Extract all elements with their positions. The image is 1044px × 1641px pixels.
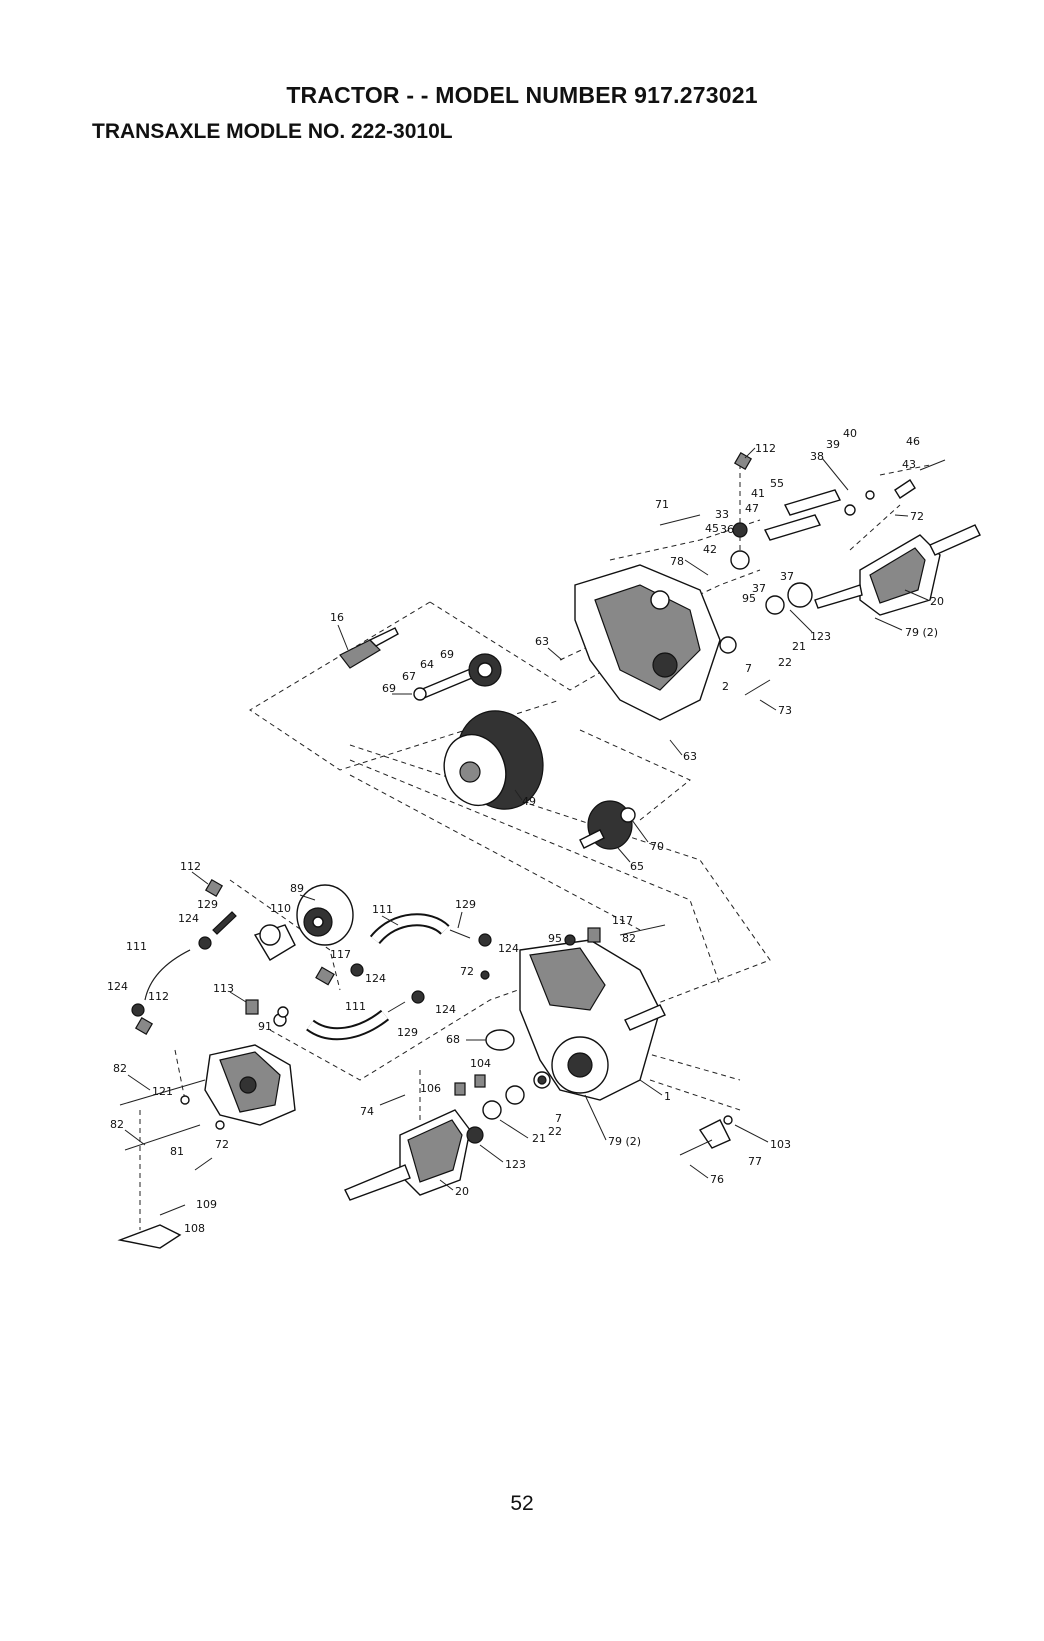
callout-label: 38	[810, 450, 824, 463]
callout-label: 79 (2)	[608, 1135, 641, 1148]
callout-label: 81	[170, 1145, 184, 1158]
callout-label: 124	[178, 912, 199, 925]
callout-label: 68	[446, 1033, 460, 1046]
callout-label: 7	[555, 1112, 562, 1125]
callout-labels: 112 40 39 38 46 43 41 55 47 72 71 33 45 …	[107, 427, 944, 1235]
callout-label: 21	[792, 640, 806, 653]
callout-label: 117	[330, 948, 351, 961]
callout-label: 129	[197, 898, 218, 911]
callout-label: 22	[548, 1125, 562, 1138]
callout-label: 1	[664, 1090, 671, 1103]
callout-label: 113	[213, 982, 234, 995]
upper-transaxle-housing	[574, 564, 721, 721]
callout-label: 37	[780, 570, 794, 583]
callout-label: 47	[745, 502, 759, 515]
callout-label: 33	[715, 508, 729, 521]
callout-label: 69	[382, 682, 396, 695]
hydraulic-hoses	[277, 913, 492, 1041]
center-section	[119, 1044, 296, 1171]
callout-label: 70	[650, 840, 664, 853]
callout-label: 72	[215, 1138, 229, 1151]
callout-label: 74	[360, 1105, 374, 1118]
callout-label: 21	[532, 1132, 546, 1145]
brake-parts-upper	[659, 451, 946, 696]
callout-label: 129	[455, 898, 476, 911]
callout-label: 49	[522, 795, 536, 808]
callout-label: 43	[902, 458, 916, 471]
callout-label: 95	[548, 932, 562, 945]
callout-label: 112	[755, 442, 776, 455]
callout-label: 112	[180, 860, 201, 873]
callout-label: 7	[745, 662, 752, 675]
callout-label: 41	[751, 487, 765, 500]
bevel-gear	[579, 800, 636, 850]
callout-label: 108	[184, 1222, 205, 1235]
callout-label: 20	[455, 1185, 469, 1198]
callout-label: 124	[498, 942, 519, 955]
callout-label: 55	[770, 477, 784, 490]
callout-label: 76	[710, 1173, 724, 1186]
callout-label: 64	[420, 658, 434, 671]
callout-label: 65	[630, 860, 644, 873]
callout-label: 37	[752, 582, 766, 595]
callout-label: 20	[930, 595, 944, 608]
left-axle-lower	[344, 1109, 484, 1201]
callout-label: 121	[152, 1085, 173, 1098]
callout-label: 89	[290, 882, 304, 895]
callout-label: 67	[402, 670, 416, 683]
callout-label: 82	[113, 1062, 127, 1075]
page-subtitle: TRANSAXLE MODLE NO. 222-3010L	[92, 120, 453, 143]
callout-label: 124	[365, 972, 386, 985]
page-title: TRACTOR - - MODEL NUMBER 917.273021	[286, 82, 758, 108]
callout-label: 111	[345, 1000, 366, 1013]
callout-label: 2	[722, 680, 729, 693]
differential-gear	[443, 710, 544, 810]
callout-label: 112	[148, 990, 169, 1003]
callout-label: 124	[107, 980, 128, 993]
callout-label: 72	[910, 510, 924, 523]
callout-label: 72	[460, 965, 474, 978]
callout-label: 45	[705, 522, 719, 535]
callout-label: 82	[622, 932, 636, 945]
callout-label: 40	[843, 427, 857, 440]
lower-transaxle-housing	[480, 924, 666, 1101]
callout-label: 69	[440, 648, 454, 661]
callout-label: 117	[612, 914, 633, 927]
callout-label: 123	[810, 630, 831, 643]
callout-label: 79 (2)	[905, 626, 938, 639]
callout-label: 22	[778, 656, 792, 669]
callout-label: 111	[372, 903, 393, 916]
lower-washers	[482, 1029, 551, 1120]
callout-label: 104	[470, 1057, 491, 1070]
callout-label: 63	[683, 750, 697, 763]
callout-label: 77	[748, 1155, 762, 1168]
idler-gear-shaft	[413, 653, 502, 701]
callout-label: 71	[655, 498, 669, 511]
callout-label: 111	[126, 940, 147, 953]
callout-label: 16	[330, 611, 344, 624]
callout-label: 46	[906, 435, 920, 448]
callout-label: 73	[778, 704, 792, 717]
callout-label: 78	[670, 555, 684, 568]
callout-label: 103	[770, 1138, 791, 1151]
callout-label: 124	[435, 1003, 456, 1016]
callout-label: 63	[535, 635, 549, 648]
oil-filter-assembly	[253, 884, 364, 986]
lower-fasteners	[117, 1074, 733, 1249]
callout-label: 110	[270, 902, 291, 915]
callout-label: 123	[505, 1158, 526, 1171]
callout-label: 129	[397, 1026, 418, 1039]
page-number: 52	[510, 1492, 534, 1515]
callout-label: 82	[110, 1118, 124, 1131]
callout-label: 106	[420, 1082, 441, 1095]
callout-label: 95	[742, 592, 756, 605]
callout-label: 39	[826, 438, 840, 451]
callout-label: 91	[258, 1020, 272, 1033]
callout-label: 36	[720, 523, 734, 536]
right-axle-upper	[814, 524, 981, 616]
callout-label: 42	[703, 543, 717, 556]
input-shaft	[339, 627, 399, 669]
callout-label: 109	[196, 1198, 217, 1211]
